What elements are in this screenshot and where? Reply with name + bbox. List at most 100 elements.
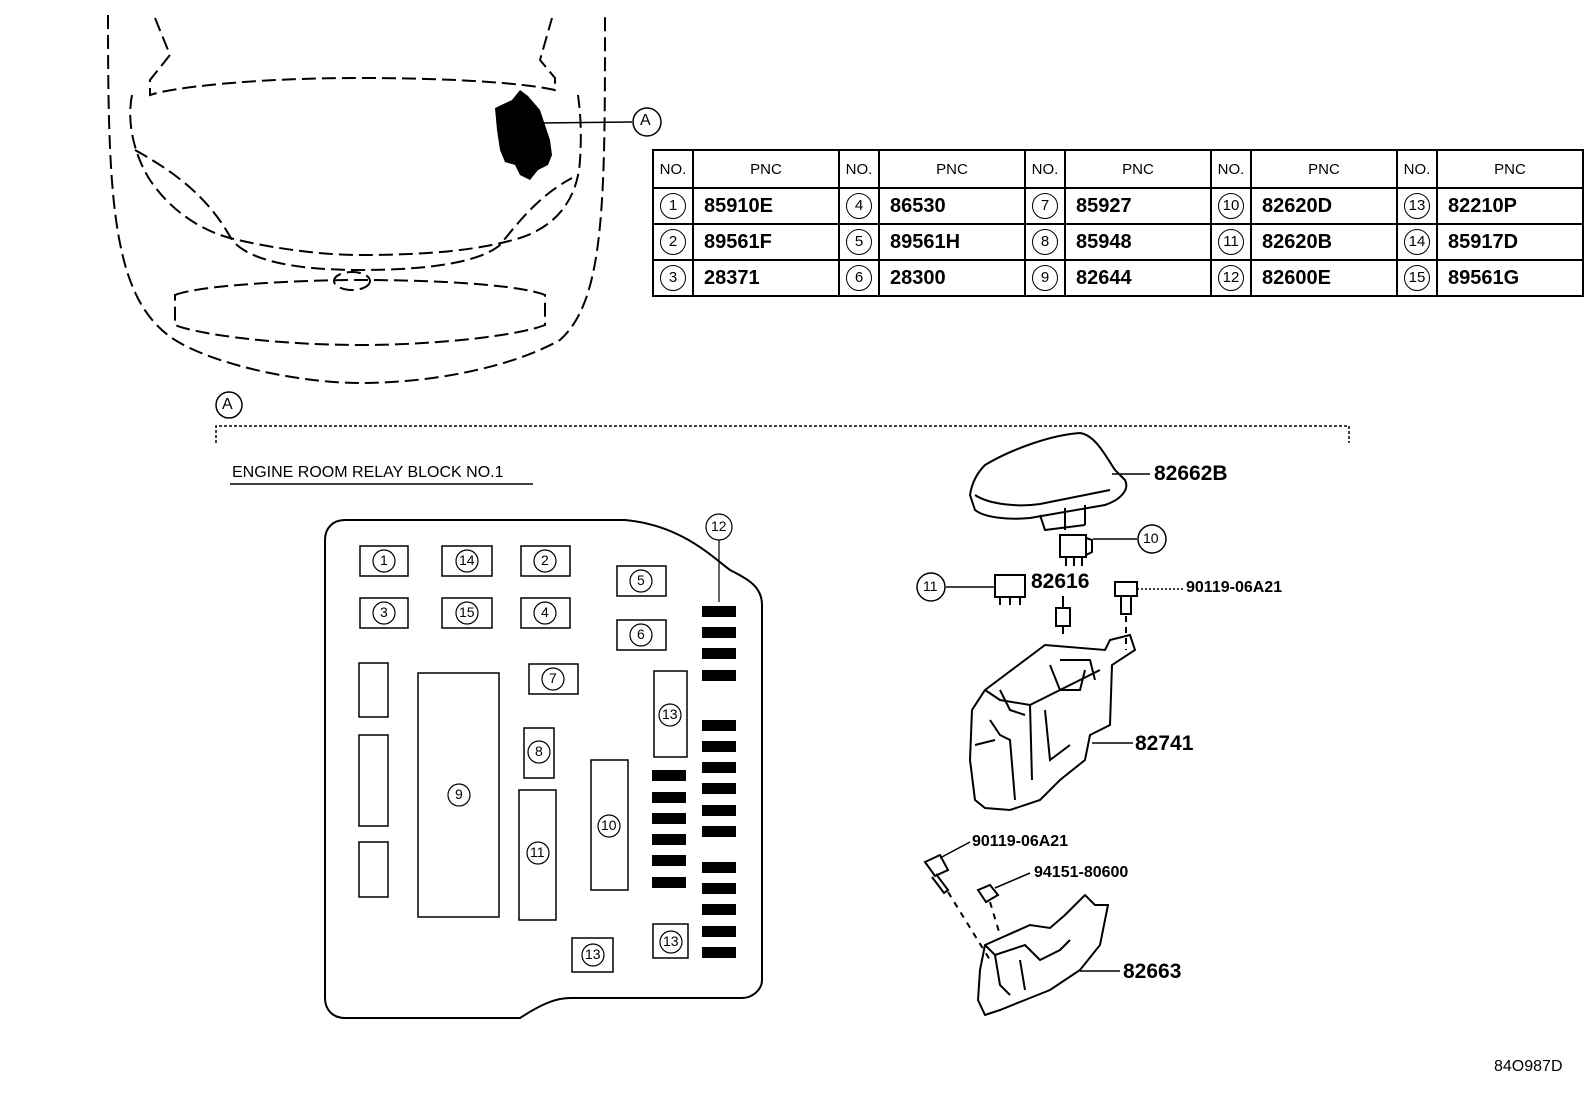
relay-11-circle — [916, 572, 946, 602]
relay-slots-plain — [358, 662, 389, 898]
section-a-bracket — [215, 425, 1350, 443]
slot-label-11: 11 — [530, 844, 545, 860]
row-number: 9 — [1024, 259, 1066, 297]
part-bolt-bottom-label: 90119-06A21 — [972, 833, 1069, 850]
number-circle: 13 — [1404, 193, 1430, 219]
lower-cover-drawing — [976, 893, 1110, 1017]
number-circle: 15 — [1404, 265, 1430, 291]
header-pnc: PNC — [1436, 149, 1584, 189]
row-number: 4 — [838, 187, 880, 225]
number-circle: 12 — [1218, 265, 1244, 291]
vehicle-outline — [107, 14, 606, 385]
number-circle: 3 — [660, 265, 686, 291]
slot-label-9: 9 — [455, 786, 463, 802]
header-no: NO. — [652, 149, 694, 189]
number-circle: 1 — [660, 193, 686, 219]
slot-label-6: 6 — [637, 626, 645, 642]
relay-slots-numbered — [359, 545, 689, 973]
slot-label-8: 8 — [535, 743, 543, 759]
pnc-value: 89561F — [692, 223, 840, 261]
callout-a-leader — [539, 121, 633, 124]
relay-10-drawing — [1059, 534, 1093, 566]
header-no: NO. — [1024, 149, 1066, 189]
slot-label-12: 12 — [711, 518, 727, 534]
pnc-value: 82600E — [1250, 259, 1398, 297]
header-no: NO. — [1396, 149, 1438, 189]
relay-11-label: 11 — [923, 578, 938, 594]
row-number: 6 — [838, 259, 880, 297]
row-number: 10 — [1210, 187, 1252, 225]
relay-block-location-mark — [495, 90, 552, 180]
pnc-value: 85948 — [1064, 223, 1212, 261]
row-number: 11 — [1210, 223, 1252, 261]
row-number: 8 — [1024, 223, 1066, 261]
number-circle: 10 — [1218, 193, 1244, 219]
pnc-value: 28300 — [878, 259, 1026, 297]
row-number: 2 — [652, 223, 694, 261]
number-circle: 8 — [1032, 229, 1058, 255]
header-no: NO. — [1210, 149, 1252, 189]
number-circle: 6 — [846, 265, 872, 291]
relay-box-drawing — [968, 633, 1137, 812]
slot-label-13c: 13 — [663, 933, 679, 949]
number-circle: 5 — [846, 229, 872, 255]
bolt-top-drawing — [1114, 581, 1138, 650]
row-number: 1 — [652, 187, 694, 225]
nut-leader — [994, 872, 1031, 889]
part-bolt-top-label: 90119-06A21 — [1186, 579, 1283, 596]
header-no: NO. — [838, 149, 880, 189]
row-number: 3 — [652, 259, 694, 297]
slot-label-13b: 13 — [585, 946, 601, 962]
callout-a-label: A — [640, 112, 651, 129]
row-number: 14 — [1396, 223, 1438, 261]
header-pnc: PNC — [878, 149, 1026, 189]
row-number: 5 — [838, 223, 880, 261]
number-circle: 4 — [846, 193, 872, 219]
number-circle: 14 — [1404, 229, 1430, 255]
pnc-value: 28371 — [692, 259, 840, 297]
pnc-value: 89561H — [878, 223, 1026, 261]
slot-label-2: 2 — [541, 552, 549, 568]
slot-label-4: 4 — [541, 604, 549, 620]
header-pnc: PNC — [1250, 149, 1398, 189]
diagram-id: 84O987D — [1494, 1058, 1563, 1075]
slot-circles — [372, 513, 733, 967]
pnc-value: 89561G — [1436, 259, 1584, 297]
slot-label-1: 1 — [380, 552, 388, 568]
row-number: 15 — [1396, 259, 1438, 297]
pnc-value: 82210P — [1436, 187, 1584, 225]
part-connector-label: 82616 — [1031, 570, 1090, 593]
row-number: 7 — [1024, 187, 1066, 225]
bolt-bottom-leader — [939, 841, 971, 859]
part-cover-label: 82662B — [1154, 462, 1228, 485]
row-number: 13 — [1396, 187, 1438, 225]
relay-11-drawing — [994, 574, 1026, 605]
pnc-table-header: NO.PNC NO.PNC NO.PNC NO.PNC NO.PNC — [652, 149, 1584, 189]
relay-10-label: 10 — [1143, 530, 1159, 546]
bolt-bottom-drawing — [923, 853, 991, 961]
section-a-circle — [215, 391, 243, 419]
row-number: 12 — [1210, 259, 1252, 297]
number-circle: 9 — [1032, 265, 1058, 291]
header-pnc: PNC — [692, 149, 840, 189]
part-lower-cover-label: 82663 — [1123, 960, 1182, 983]
part-box-label: 82741 — [1135, 732, 1194, 755]
number-circle: 11 — [1218, 229, 1244, 255]
pnc-value: 85927 — [1064, 187, 1212, 225]
relay-block-outline — [324, 519, 763, 1019]
part-nut-label: 94151-80600 — [1034, 864, 1129, 881]
callout-a-circle — [632, 107, 662, 137]
relay-cover-drawing — [968, 431, 1128, 532]
nut-drawing — [976, 883, 1001, 936]
fuse-bars — [652, 606, 736, 958]
slot-label-3: 3 — [380, 604, 388, 620]
section-a-label: A — [222, 396, 233, 413]
pnc-value: 86530 — [878, 187, 1026, 225]
slot-label-14: 14 — [459, 552, 475, 568]
slot-label-10: 10 — [601, 817, 617, 833]
slot-label-7: 7 — [549, 670, 557, 686]
